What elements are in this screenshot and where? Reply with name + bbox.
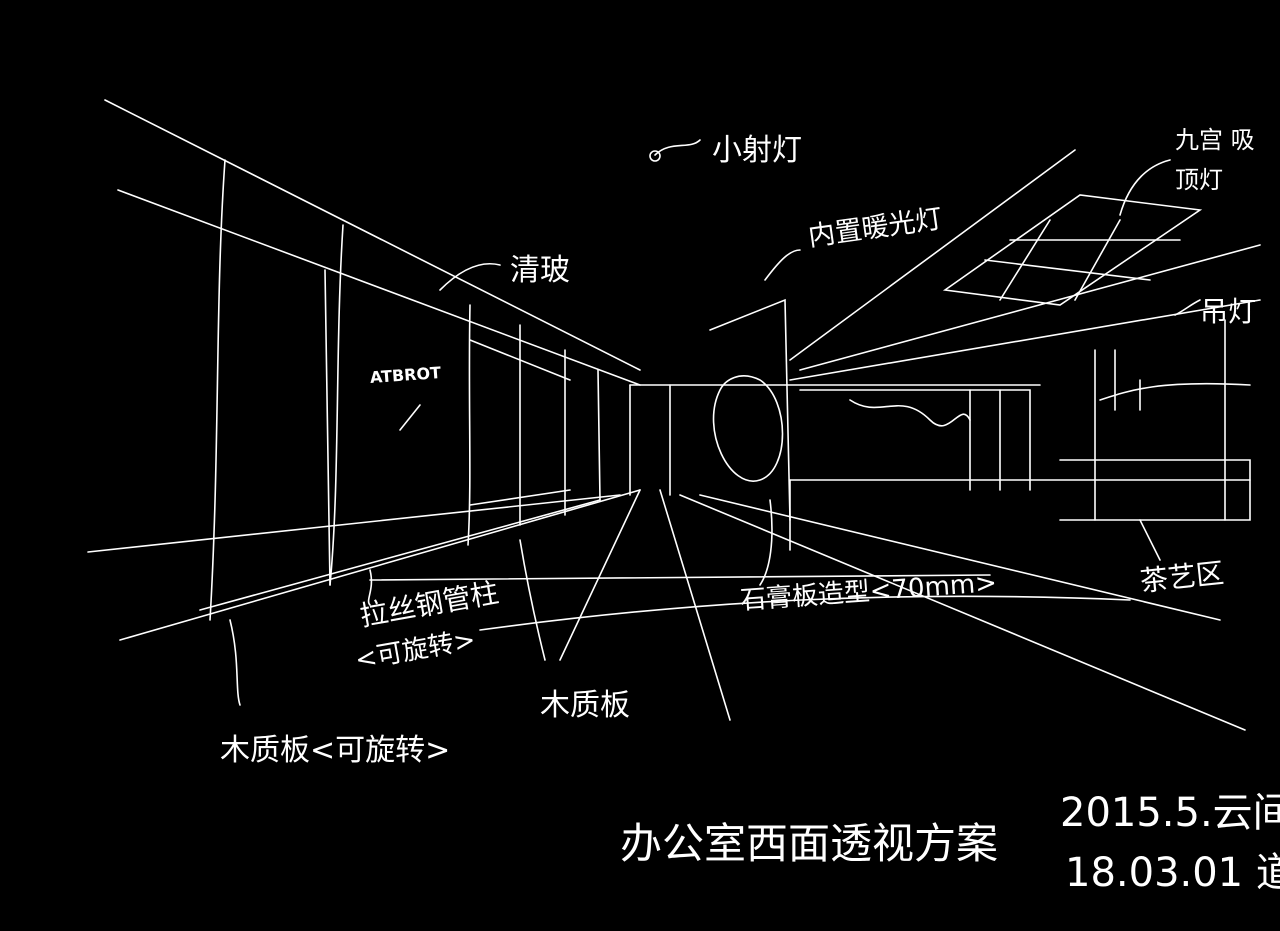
label-clear-glass: 清玻	[510, 253, 570, 288]
label-spotlight: 小射灯	[712, 133, 802, 168]
label-pendant: 吊灯	[1200, 295, 1257, 328]
signature-line-1: 2015.5.云间	[1060, 790, 1280, 836]
sketch-title: 办公室西面透视方案	[620, 819, 999, 868]
floor-lines	[369, 479, 1246, 731]
ceiling-lines	[789, 149, 1261, 381]
label-wood-panel-rotating: 木质板<可旋转>	[220, 733, 451, 768]
leader-lines	[229, 139, 1201, 706]
signature-line-2: 18.03.01 道	[1065, 850, 1280, 896]
label-grid-ceiling-light: 九宫 吸顶灯	[1175, 126, 1255, 194]
label-wood-panel: 木质板	[540, 688, 630, 723]
back-wall-lines	[629, 298, 1251, 521]
left-wall-lines	[87, 99, 641, 641]
